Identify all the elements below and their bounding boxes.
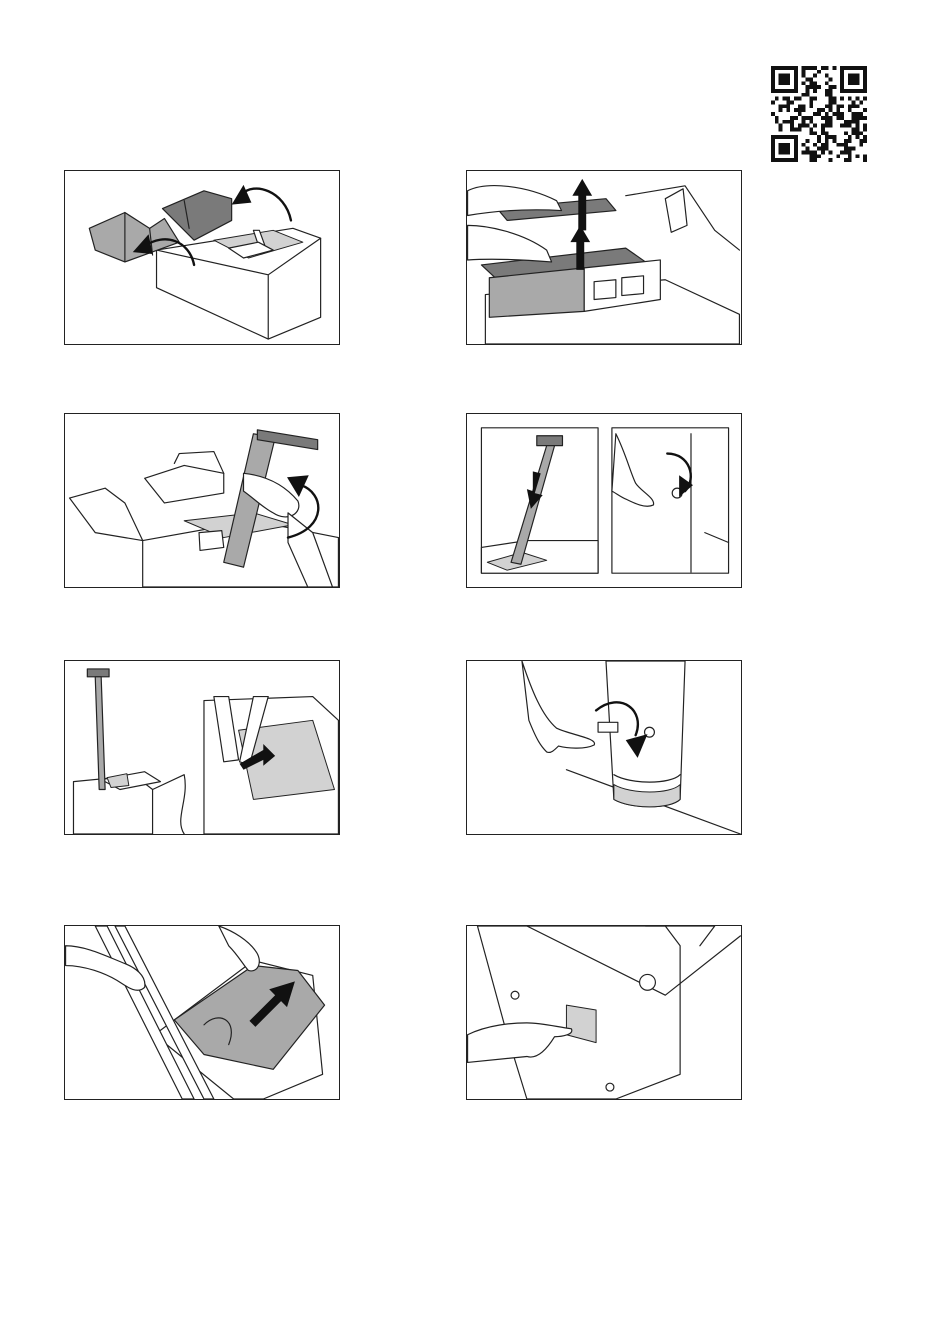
step-7-illustration [64,925,340,1100]
step-5-illustration [64,660,340,835]
step-6-illustration [466,660,742,835]
qr-code [771,66,867,162]
step-1-illustration [64,170,340,345]
step-8-illustration [466,925,742,1100]
qr-code-icon [771,66,867,162]
step-3-illustration [64,413,340,588]
step-2-illustration [466,170,742,345]
step-4-illustration [466,413,742,588]
